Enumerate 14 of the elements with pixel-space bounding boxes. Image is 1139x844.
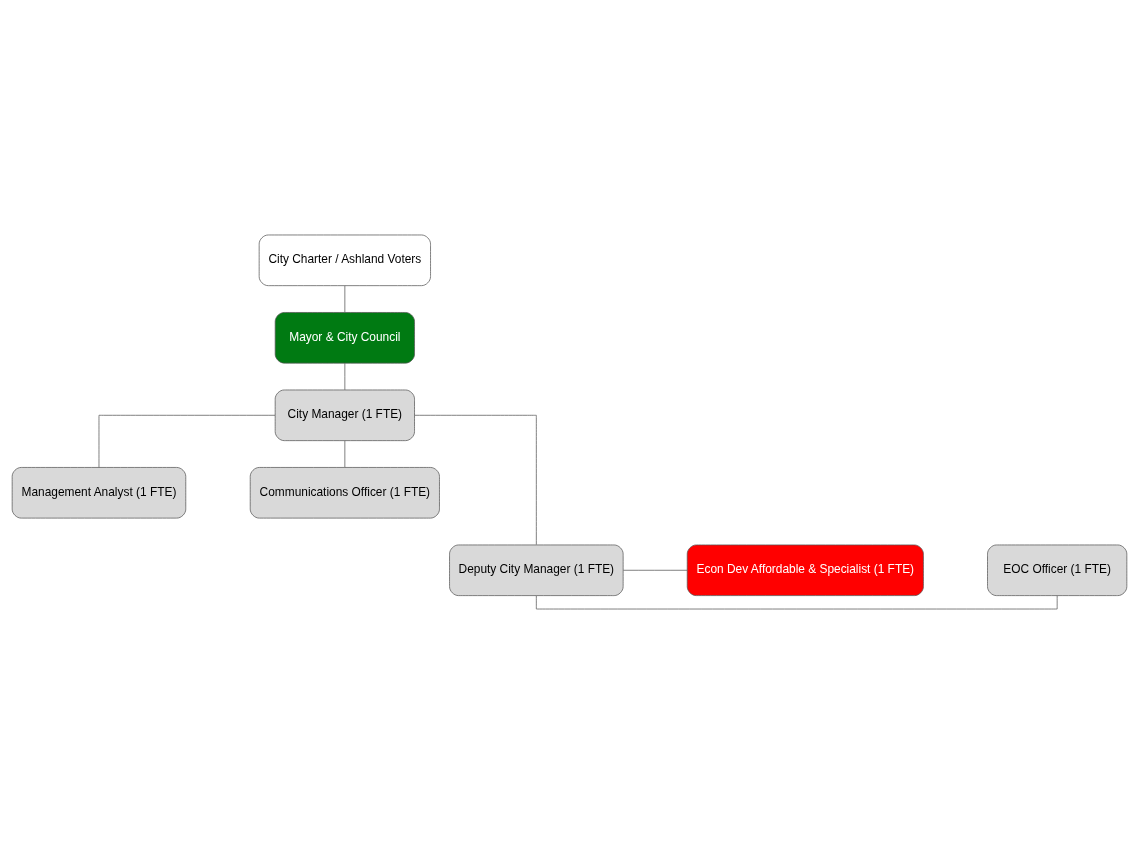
connector [414, 414, 537, 546]
node-box: City Manager (1 FTE) [274, 389, 415, 441]
node-box: City Charter / Ashland Voters [258, 234, 431, 287]
node-box: Management Analyst (1 FTE) [11, 467, 187, 519]
node-box: Deputy City Manager (1 FTE) [449, 544, 624, 596]
node-box: EOC Officer (1 FTE) [987, 544, 1128, 596]
connector [98, 414, 276, 468]
connector [622, 569, 688, 571]
node-box: Mayor & City Council [274, 312, 415, 364]
connector [344, 285, 346, 313]
connector [344, 440, 346, 468]
node-box: Communications Officer (1 FTE) [249, 467, 440, 519]
connector [344, 362, 346, 391]
node-box: Econ Dev Affordable & Specialist (1 FTE) [686, 544, 924, 596]
